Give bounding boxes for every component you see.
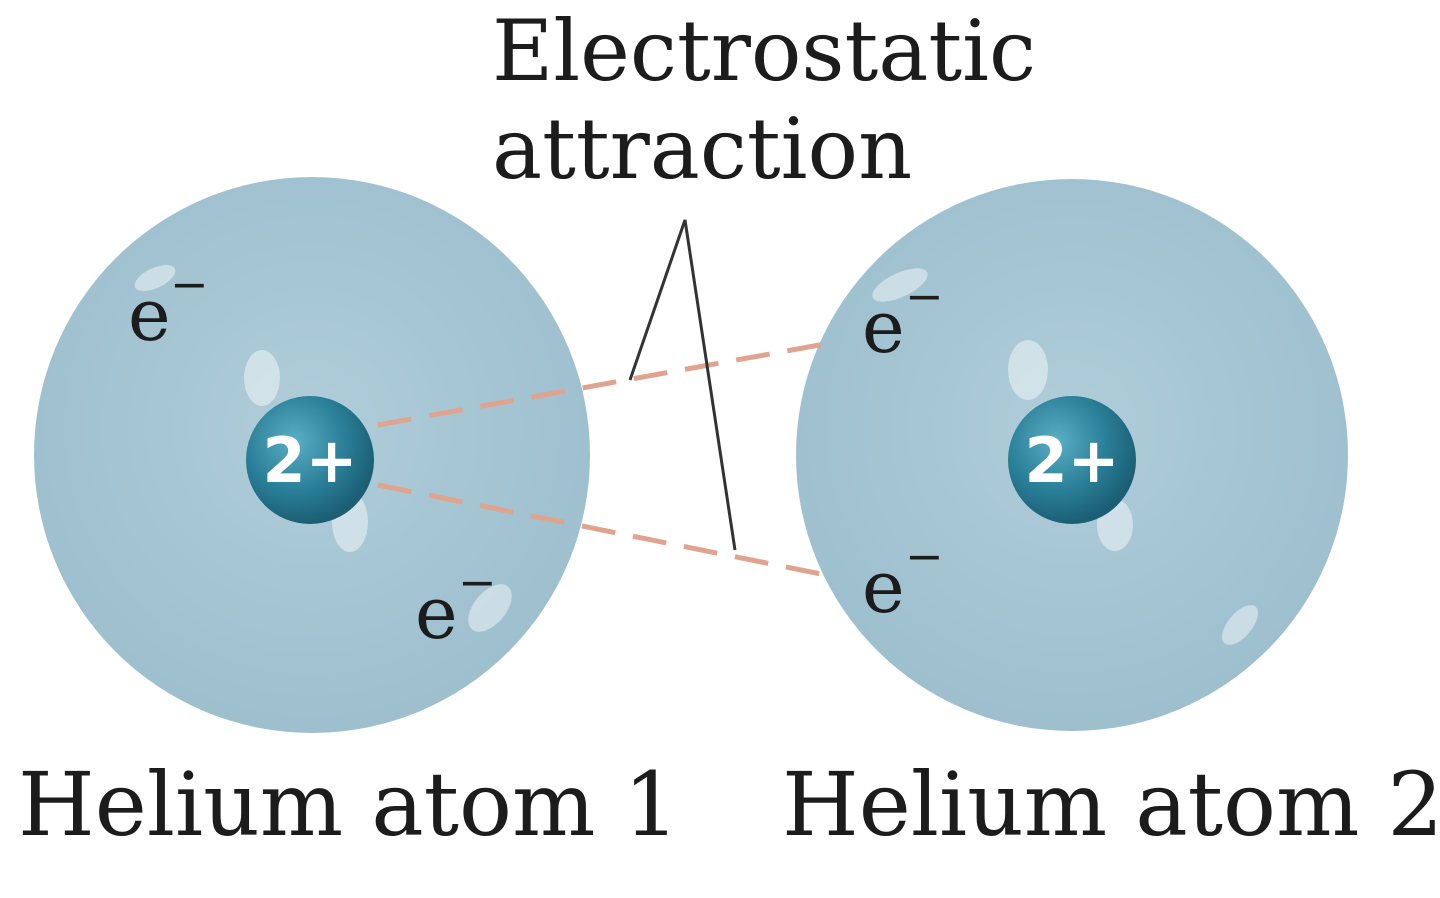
atom-1-nucleus-charge: 2+	[262, 424, 357, 497]
atom-2-electron-1-charge: −	[905, 269, 944, 323]
pointer-line	[628, 219, 737, 551]
atom-2-nucleus-charge: 2+	[1024, 424, 1119, 497]
atom-2-electron-1: e	[862, 285, 905, 369]
attraction-lines	[377, 339, 837, 580]
atom-1-electron-2-charge: −	[458, 555, 497, 609]
title-line-2: attraction	[492, 100, 912, 198]
attraction-line-upper	[377, 339, 837, 428]
atom-1-electron-2: e	[415, 571, 458, 655]
atom-2-electron-2: e	[862, 545, 905, 629]
atom-1-nucleus	[246, 396, 374, 524]
title-pointer-lines	[628, 219, 737, 551]
atom-1-caption: Helium atom 1	[18, 753, 679, 856]
attraction-line-lower	[377, 482, 837, 580]
cloud-highlights	[134, 265, 1258, 645]
title-line-1: Electrostatic	[492, 2, 1036, 100]
atom-1-electron-1-charge: −	[170, 257, 209, 311]
atom-2-nucleus	[1008, 396, 1136, 524]
atom-1-electron-1: e	[128, 273, 171, 357]
atom-2-caption: Helium atom 2	[782, 753, 1440, 856]
atom-2-electron-2-charge: −	[905, 529, 944, 583]
